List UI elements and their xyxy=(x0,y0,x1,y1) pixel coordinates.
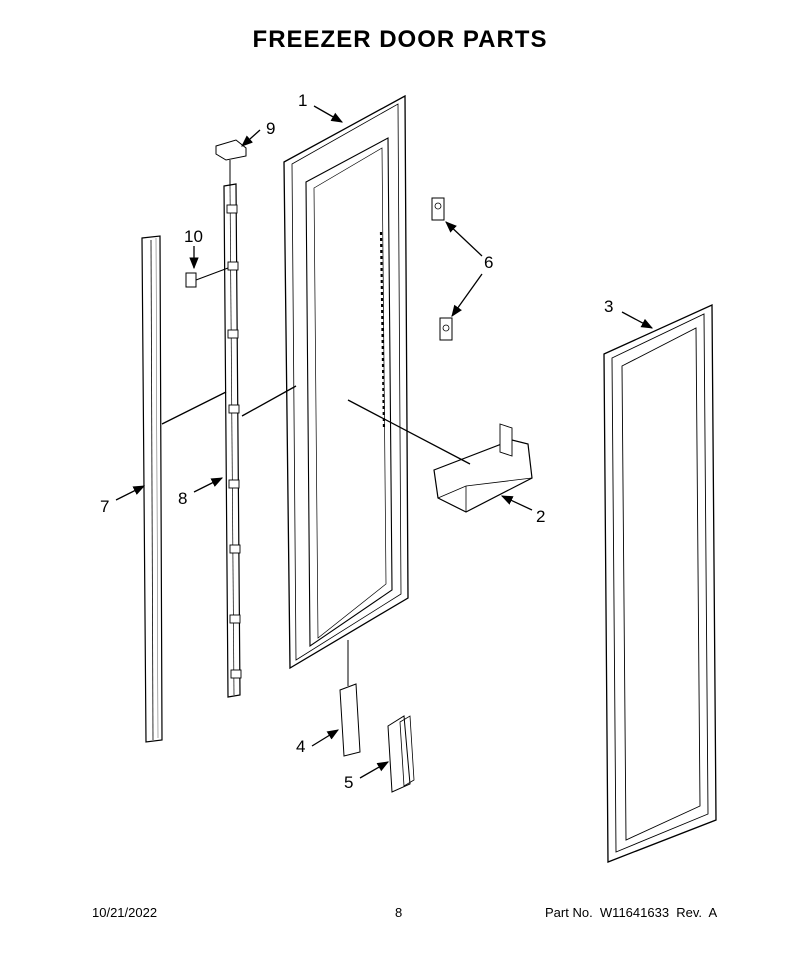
reference-lines xyxy=(161,385,471,465)
callout-7: 7 xyxy=(100,497,109,516)
part-3-door-gasket xyxy=(603,303,717,863)
part-6-lower-hinge xyxy=(439,317,453,341)
part-6-upper-hinge xyxy=(431,197,445,221)
callout-2: 2 xyxy=(536,507,545,526)
footer-date: 10/21/2022 xyxy=(92,905,158,920)
callout-10: 10 xyxy=(184,227,203,246)
footer-page-number: 8 xyxy=(395,905,403,920)
callout-1: 1 xyxy=(298,91,307,110)
callout-5: 5 xyxy=(344,773,353,792)
callout-6-upper: 6 xyxy=(484,253,493,272)
part-8-hinge-rail xyxy=(223,183,242,698)
callout-3: 3 xyxy=(604,297,613,316)
leader-arrows xyxy=(115,105,654,779)
part-1-door-panel xyxy=(283,94,409,670)
footer-part-number: Part No. W11641633 Rev. A xyxy=(545,905,718,920)
callout-9: 9 xyxy=(266,119,275,138)
page-title: FREEZER DOOR PARTS xyxy=(252,26,548,53)
part-7-vertical-trim xyxy=(141,235,163,743)
part-5-hinge-cover xyxy=(387,715,415,793)
part-4-bracket xyxy=(339,640,361,757)
part-10-screw xyxy=(185,267,229,288)
part-2-door-bin xyxy=(433,423,533,513)
callout-4: 4 xyxy=(296,737,305,756)
part-9-top-hinge-cap xyxy=(215,139,247,186)
callout-8: 8 xyxy=(178,489,187,508)
